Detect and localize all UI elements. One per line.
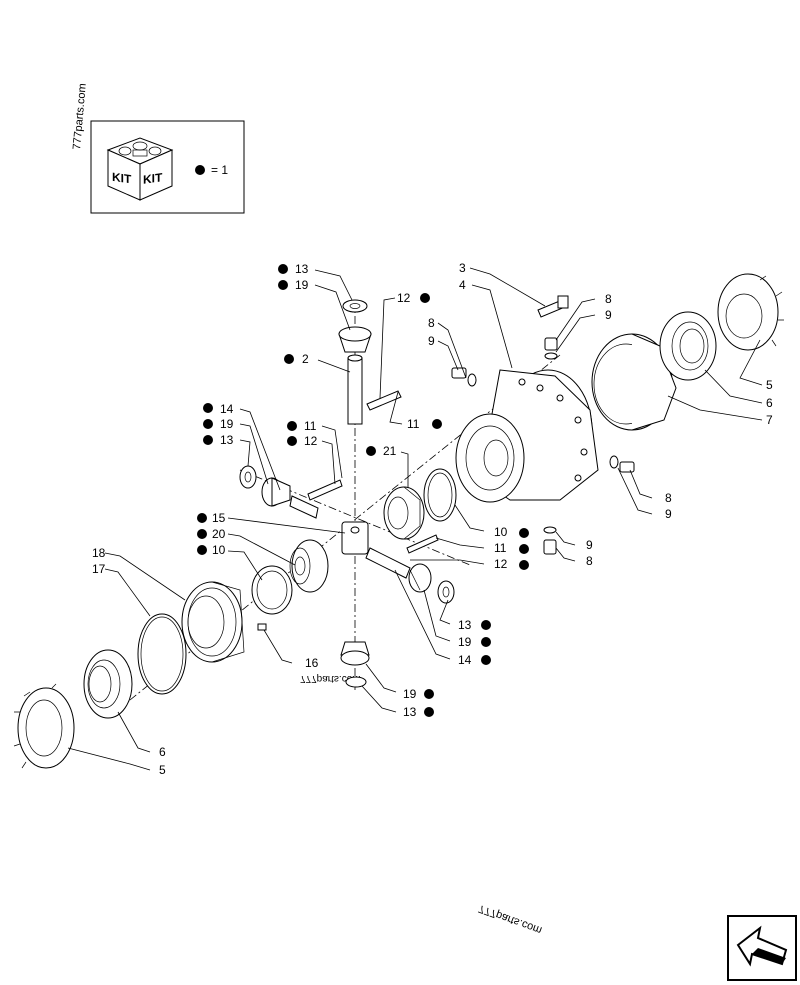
callout-13-right: 13 xyxy=(458,618,472,632)
part-gear-21 xyxy=(383,486,425,540)
callout-17: 17 xyxy=(92,562,106,576)
part-pin-12-top xyxy=(366,390,402,411)
part-oring-9-bottom xyxy=(543,526,557,534)
watermark-bottom: 777parts.com xyxy=(477,902,544,936)
callout-8-bottom: 8 xyxy=(586,554,593,568)
part-washer-13-right xyxy=(437,580,455,604)
part-bearing-6-right xyxy=(659,311,717,381)
part-gear-19-left xyxy=(261,477,291,507)
callout-labels: 13 19 12 2 3 4 8 9 8 9 14 19 13 11 12 11… xyxy=(92,261,773,777)
part-nut-5-right xyxy=(717,273,784,351)
part-shaft-14-left xyxy=(289,495,319,519)
kit-bullet xyxy=(195,165,205,175)
part-gear-20 xyxy=(289,539,329,593)
nav-arrow-button[interactable] xyxy=(727,915,797,981)
part-ring-10-left xyxy=(251,565,293,615)
callout-16: 16 xyxy=(305,656,319,670)
callout-2: 2 xyxy=(302,352,309,366)
callout-6-right: 6 xyxy=(766,396,773,410)
part-bushing-8-right xyxy=(619,461,635,473)
callout-21: 21 xyxy=(383,444,397,458)
part-oring-9-left xyxy=(467,373,477,387)
callout-5-right: 5 xyxy=(766,378,773,392)
part-nut-5-left xyxy=(13,683,75,769)
kit-legend-text: = 1 xyxy=(211,163,228,177)
callout-18: 18 xyxy=(92,546,106,560)
callout-9-left: 8 xyxy=(428,316,435,330)
callout-11-top: 11 xyxy=(407,417,420,431)
callout-20: 20 xyxy=(212,527,226,541)
part-cross-15 xyxy=(341,521,369,555)
leader-lines xyxy=(67,267,763,771)
callout-12-top: 12 xyxy=(397,291,411,305)
callout-12-left: 12 xyxy=(304,434,318,448)
callout-6-left: 6 xyxy=(159,745,166,759)
callout-11-left: 11 xyxy=(304,419,317,433)
part-pin-11-12-left xyxy=(307,479,343,501)
callout-9-top: 9 xyxy=(605,308,612,322)
callout-8-left: 9 xyxy=(428,334,435,348)
callout-14-right: 14 xyxy=(458,653,472,667)
callout-14-left: 14 xyxy=(220,402,234,416)
watermark-center: 777parts.com xyxy=(300,673,361,684)
callout-9-bottom: 9 xyxy=(586,538,593,552)
callout-19-top: 19 xyxy=(295,278,309,292)
part-bolt-3 xyxy=(537,295,569,318)
callout-4: 4 xyxy=(459,278,466,292)
part-washer-13-top xyxy=(342,299,368,313)
callout-13-left: 13 xyxy=(220,433,234,447)
callout-8-top: 8 xyxy=(605,292,612,306)
part-pin-16 xyxy=(257,623,267,631)
callout-19-left: 19 xyxy=(220,417,234,431)
part-oring-9-top xyxy=(544,352,558,360)
part-cup-7 xyxy=(591,333,677,431)
watermark-top-left: 777parts.com xyxy=(71,83,89,150)
part-gear-19-right xyxy=(408,563,432,593)
callout-11-right: 11 xyxy=(494,541,507,555)
part-bushing-8-bottom xyxy=(543,539,557,555)
part-pin-11-right xyxy=(406,534,439,554)
part-pin-2 xyxy=(347,354,363,425)
kit-legend: KIT KIT = 1 xyxy=(90,120,245,214)
callout-9-right: 9 xyxy=(665,507,672,521)
part-oring-9-right xyxy=(609,455,619,469)
callout-3: 3 xyxy=(459,261,466,275)
part-washer-13-bottom xyxy=(345,676,367,688)
callout-19-bottom: 19 xyxy=(403,687,417,701)
kit-label-left: KIT xyxy=(112,170,132,187)
arrow-icon xyxy=(736,925,788,967)
kit-label-right: KIT xyxy=(143,170,163,187)
callout-8-right: 8 xyxy=(665,491,672,505)
part-washer-13-left xyxy=(239,465,257,489)
callout-12-right: 12 xyxy=(494,557,508,571)
part-housing-18 xyxy=(181,581,245,663)
callout-5-left: 5 xyxy=(159,763,166,777)
part-bearing-6-left xyxy=(83,649,133,719)
kit-box-icon: KIT KIT xyxy=(106,137,174,201)
part-ring-10-right xyxy=(423,468,457,522)
part-snap-ring-17 xyxy=(137,613,187,695)
part-housing-4 xyxy=(455,369,599,503)
callout-10-right: 10 xyxy=(494,525,508,539)
part-bushing-8-left xyxy=(451,367,467,379)
callout-7: 7 xyxy=(766,413,773,427)
part-bushing-8-top xyxy=(544,337,558,351)
callout-13-top: 13 xyxy=(295,262,309,276)
callout-19-right: 19 xyxy=(458,635,472,649)
callout-10-left: 10 xyxy=(212,543,226,557)
callout-15: 15 xyxy=(212,511,226,525)
part-gear-19-bottom xyxy=(340,641,370,666)
bullets xyxy=(197,264,529,717)
part-gear-19-top xyxy=(338,326,372,353)
part-shaft-14-right xyxy=(365,547,411,579)
callout-13-bottom: 13 xyxy=(403,705,417,719)
